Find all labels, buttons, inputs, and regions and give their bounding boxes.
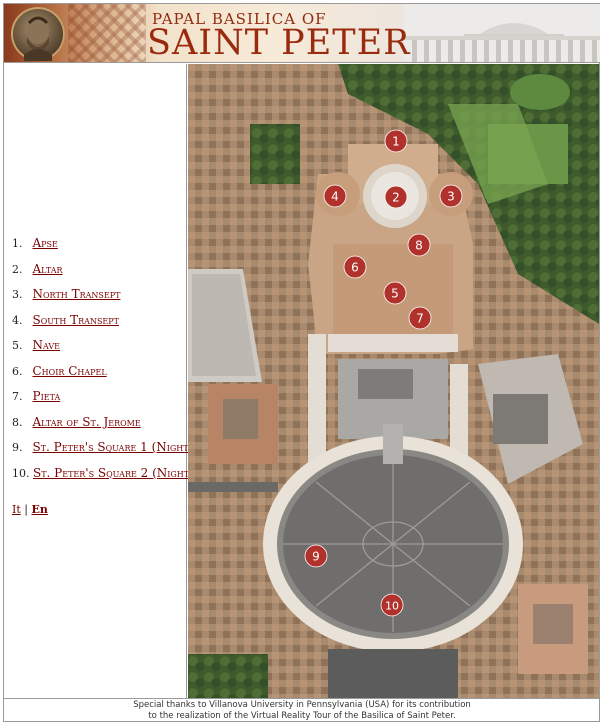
lang-link-italian[interactable]: It xyxy=(12,503,21,516)
nav-item-number: 2. xyxy=(12,262,23,276)
nav-link-apse[interactable]: Apse xyxy=(32,236,58,250)
map-marker-label: 7 xyxy=(416,312,424,326)
location-nav: 1. Apse 2. Altar 3. North Transept 4. So… xyxy=(6,64,194,698)
map-marker-label: 9 xyxy=(312,550,320,564)
nav-link-altar[interactable]: Altar xyxy=(32,261,63,276)
nav-item-number: 10. xyxy=(12,466,30,480)
colonnade-image xyxy=(404,4,600,62)
nav-link-pieta[interactable]: Pieta xyxy=(32,389,61,403)
map-marker-apse[interactable]: 1 xyxy=(384,129,408,153)
decorative-pattern xyxy=(68,4,146,62)
nav-link-south-transept[interactable]: South Transept xyxy=(32,312,120,327)
header-banner: PAPAL BASILICA OF SAINT PETER xyxy=(4,4,600,62)
footer-credits: Special thanks to Villanova University i… xyxy=(4,700,600,721)
nav-item-apse: 1. Apse xyxy=(12,236,194,262)
nav-item-number: 5. xyxy=(12,339,23,352)
map-marker-south-transept[interactable]: 4 xyxy=(323,184,347,208)
map-marker-choir-chapel[interactable]: 6 xyxy=(343,255,367,279)
nav-item-number: 6. xyxy=(12,364,23,378)
map-marker-square-2[interactable]: 10 xyxy=(380,593,404,617)
footer-line-1: Special thanks to Villanova University i… xyxy=(133,700,471,710)
aerial-map-image: 1 2 3 4 5 6 7 8 xyxy=(188,64,599,698)
language-switcher: It | En xyxy=(12,503,48,516)
nav-item-north-transept: 3. North Transept xyxy=(12,287,194,313)
nav-link-north-transept[interactable]: North Transept xyxy=(32,287,121,301)
map-marker-label: 10 xyxy=(385,600,399,613)
nav-item-choir-chapel: 6. Choir Chapel xyxy=(12,364,194,390)
footer-line-2: to the realization of the Virtual Realit… xyxy=(148,710,456,721)
nav-item-square-1: 9. St. Peter's Square 1 (Night) xyxy=(12,440,194,466)
nav-item-south-transept: 4. South Transept xyxy=(12,313,194,339)
nav-item-number: 9. xyxy=(12,441,23,454)
aerial-map: 1 2 3 4 5 6 7 8 xyxy=(188,64,599,698)
map-marker-nave[interactable]: 5 xyxy=(383,281,407,305)
nav-item-number: 3. xyxy=(12,288,23,301)
nav-item-number: 8. xyxy=(12,415,23,429)
map-marker-label: 6 xyxy=(351,261,359,275)
header-divider xyxy=(4,62,600,63)
nav-link-choir-chapel[interactable]: Choir Chapel xyxy=(32,363,107,378)
map-marker-square-1[interactable]: 9 xyxy=(304,544,328,568)
map-marker-altar-st-jerome[interactable]: 8 xyxy=(407,233,431,257)
map-marker-label: 4 xyxy=(331,190,339,204)
location-list: 1. Apse 2. Altar 3. North Transept 4. So… xyxy=(12,236,194,491)
lang-link-english[interactable]: En xyxy=(31,503,48,516)
header-subtitle: PAPAL BASILICA OF xyxy=(152,10,327,28)
footer-divider xyxy=(4,698,600,699)
nav-link-altar-st-jerome[interactable]: Altar of St. Jerome xyxy=(32,414,141,429)
map-marker-altar[interactable]: 2 xyxy=(384,185,408,209)
nav-link-square-2[interactable]: St. Peter's Square 2 (Night) xyxy=(33,465,194,480)
map-marker-label: 3 xyxy=(447,190,455,204)
nav-item-altar-st-jerome: 8. Altar of St. Jerome xyxy=(12,415,194,441)
coin-portrait-logo xyxy=(11,7,65,61)
nav-item-number: 1. xyxy=(12,237,23,250)
nav-item-square-2: 10. St. Peter's Square 2 (Night) xyxy=(12,466,194,492)
header-title: SAINT PETER xyxy=(147,23,411,62)
map-marker-label: 8 xyxy=(415,239,423,253)
nav-item-nave: 5. Nave xyxy=(12,338,194,364)
map-marker-label: 2 xyxy=(392,191,400,205)
map-marker-label: 5 xyxy=(391,287,399,301)
nav-item-number: 7. xyxy=(12,390,23,403)
nav-link-square-1[interactable]: St. Peter's Square 1 (Night) xyxy=(32,440,194,454)
nav-item-altar: 2. Altar xyxy=(12,262,194,288)
map-marker-north-transept[interactable]: 3 xyxy=(439,184,463,208)
map-marker-pieta[interactable]: 7 xyxy=(408,306,432,330)
map-marker-label: 1 xyxy=(392,135,400,149)
nav-item-pieta: 7. Pieta xyxy=(12,389,194,415)
nav-link-nave[interactable]: Nave xyxy=(32,338,61,352)
nav-item-number: 4. xyxy=(12,313,23,327)
lang-separator: | xyxy=(24,503,28,516)
